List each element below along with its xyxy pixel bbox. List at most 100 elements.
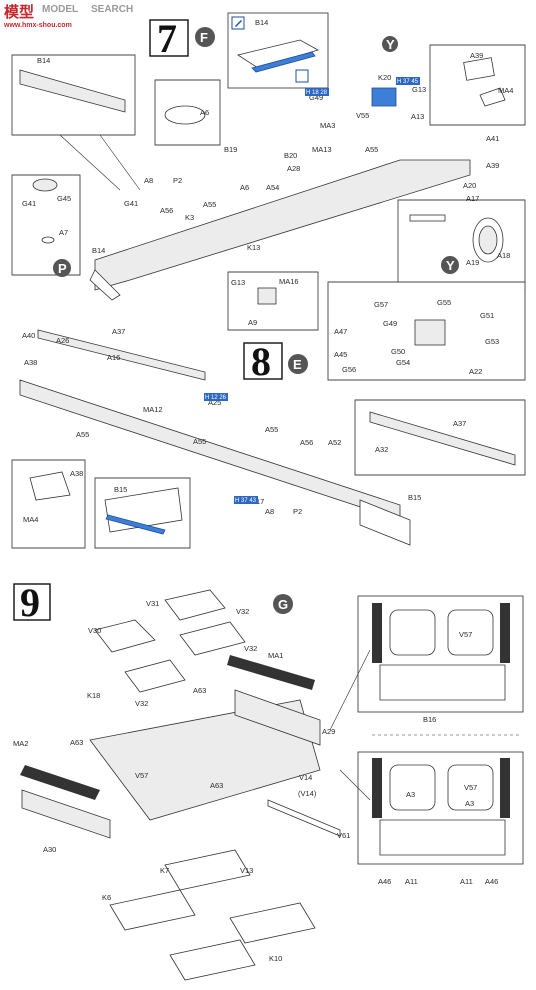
label-ma16: MA16 — [279, 277, 299, 286]
grille-right-b — [500, 758, 510, 818]
inset-a39 — [429, 44, 526, 126]
label-v57-1: V57 — [135, 771, 148, 780]
letter-y-1: Y — [386, 37, 395, 52]
hatch-v31 — [164, 589, 226, 621]
step-7-box — [149, 19, 189, 57]
step-7-number: 7 — [157, 16, 177, 61]
hull-side-main — [94, 159, 471, 291]
label-a55-1: A55 — [365, 145, 378, 154]
label-ma3: MA3 — [320, 121, 335, 130]
watermark-logo: 模型 — [4, 3, 34, 21]
spare-wheel-hub — [478, 225, 498, 255]
inset-p — [11, 174, 81, 276]
grille-left-b — [372, 758, 382, 818]
label-v32-2: V32 — [244, 644, 257, 653]
engine-deck — [89, 699, 321, 821]
label-a6-2: A6 — [240, 183, 249, 192]
label-p2-1: P2 — [173, 176, 182, 185]
label-v14-alt: (V14) — [298, 789, 317, 798]
label-a47: A47 — [334, 327, 347, 336]
hatch-v32-a — [179, 621, 246, 656]
label-v32-1: V32 — [236, 607, 249, 616]
label-b15-1: B15 — [114, 485, 127, 494]
engine-bay-a — [379, 664, 506, 701]
label-g50: G50 — [391, 347, 405, 356]
label-g49-2: G49 — [383, 319, 397, 328]
label-g45: G45 — [57, 194, 71, 203]
label-v57-3: V57 — [464, 783, 477, 792]
label-b20: B20 — [284, 151, 297, 160]
label-b14-3: B14 — [92, 246, 105, 255]
label-v57-2: V57 — [459, 630, 472, 639]
hull-front-plate — [89, 269, 121, 301]
frame-k10-b — [229, 902, 316, 944]
part-labels-step9: V31 V32 V30 V32 MA1 K18 A63 V32 MA2 A63 … — [13, 599, 498, 963]
label-a8-2: A8 — [265, 507, 274, 516]
part-a38 — [29, 471, 71, 501]
part-blue-strip — [251, 51, 316, 73]
label-a8-1: A8 — [144, 176, 153, 185]
label-ma4-2: MA4 — [23, 515, 38, 524]
label-a63-2: A63 — [70, 738, 83, 747]
part-labels-step7: B14 B14 K20 G13 A39 MA4 A13 G49 MA3 V55 … — [22, 18, 513, 327]
label-a32: A32 — [375, 445, 388, 454]
label-k13: K13 — [247, 243, 260, 252]
label-g53: G53 — [485, 337, 499, 346]
label-a26: A26 — [56, 336, 69, 345]
watermark: 模型 MODEL SEARCH www.hmx-shou.com — [0, 0, 155, 30]
watermark-search: SEARCH — [91, 4, 133, 15]
label-a41: A41 — [486, 134, 499, 143]
label-a29: A29 — [322, 727, 335, 736]
label-k3: K3 — [185, 213, 194, 222]
label-a55-3: A55 — [76, 430, 89, 439]
step-8-number: 8 — [251, 339, 271, 384]
label-a19: A19 — [466, 258, 479, 267]
label-g41-1: G41 — [124, 199, 138, 208]
part-bracket — [409, 214, 446, 222]
letter-y-2: Y — [446, 258, 455, 273]
part-a6-cable — [164, 105, 206, 125]
part-blue-strip-b15 — [105, 514, 166, 535]
label-a54: A54 — [266, 183, 279, 192]
label-b14-2: B14 — [255, 18, 268, 27]
frame-k7 — [164, 849, 251, 891]
step-9-box — [13, 583, 51, 621]
frame-k6 — [109, 889, 196, 931]
hatch-inset-b1 — [389, 764, 436, 811]
grille-ma1 — [227, 655, 315, 690]
label-a52: A52 — [328, 438, 341, 447]
label-a46-1: A46 — [378, 877, 391, 886]
label-b16: B16 — [423, 715, 436, 724]
label-ma2: MA2 — [13, 739, 28, 748]
label-k18: K18 — [87, 691, 100, 700]
part-a7 — [41, 236, 55, 244]
label-a16: A16 — [107, 353, 120, 362]
part-a37 — [369, 411, 516, 466]
label-g56: G56 — [342, 365, 356, 374]
label-k20: K20 — [378, 73, 391, 82]
cut-mark-1-bg — [305, 88, 329, 96]
label-a55-4: A55 — [193, 437, 206, 446]
label-k7: K7 — [160, 866, 169, 875]
cut-marks: H 18 28 H 37 43 H 12 26 H 37 45 — [204, 77, 420, 504]
grille-right-a — [500, 603, 510, 663]
label-k10: K10 — [269, 954, 282, 963]
label-ma4: MA4 — [498, 86, 513, 95]
part-ma4 — [479, 87, 506, 107]
label-a55-2: A55 — [203, 200, 216, 209]
label-v30: V30 — [88, 626, 101, 635]
label-v55: V55 — [356, 111, 369, 120]
part-b14-hull — [19, 69, 126, 113]
label-a37-1: A37 — [112, 327, 125, 336]
label-k6: K6 — [102, 893, 111, 902]
label-a56-2: A56 — [300, 438, 313, 447]
step-9-subassembly-badge — [273, 594, 293, 614]
label-a25: A25 — [208, 398, 221, 407]
cut-mark-3-bg — [204, 393, 228, 401]
label-ma13: MA13 — [312, 145, 332, 154]
step-8-box — [243, 342, 283, 380]
label-g57: G57 — [374, 300, 388, 309]
label-v31: V31 — [146, 599, 159, 608]
hatch-inset-a2 — [447, 609, 494, 656]
frame-k10-a — [169, 939, 256, 981]
